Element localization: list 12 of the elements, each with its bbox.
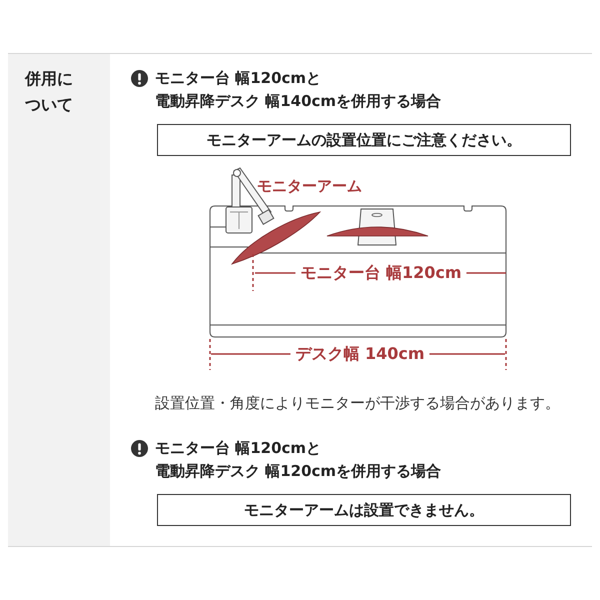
header-cell [8,54,110,546]
row-heading: 併用について [25,68,74,116]
warning-heading: モニター台 幅120cmと電動昇降デスク 幅140cmを併用する場合 [155,68,442,112]
notice-text: モニターアームの設置位置にご注意ください。 [206,130,522,150]
note-text: 設置位置・角度によりモニターが干渉する場合があります。 [155,393,560,413]
warning-heading: モニター台 幅120cmと電動昇降デスク 幅120cmを併用する場合 [155,438,442,482]
dimension-label: デスク幅 140cm [290,344,430,364]
notice-box [157,494,571,526]
part-label: モニターアーム [257,176,362,196]
notice-text: モニターアームは設置できません。 [244,500,484,520]
notice-box [157,124,571,156]
dimension-label: モニター台 幅120cm [295,263,467,283]
